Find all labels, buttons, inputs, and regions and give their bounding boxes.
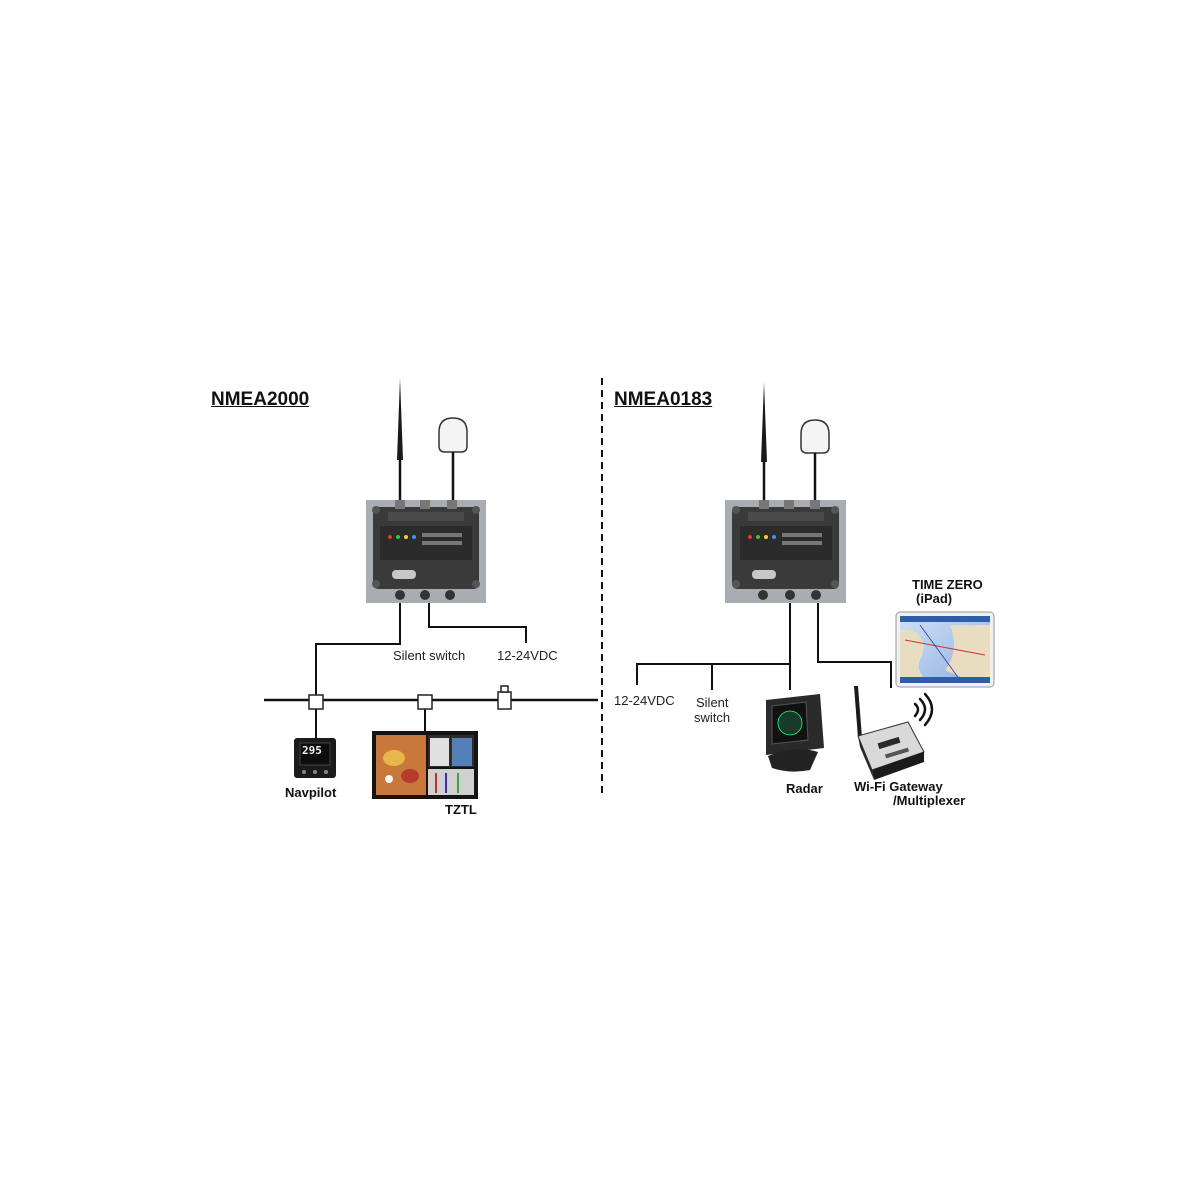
terminator-icon <box>497 685 512 710</box>
silent-switch-label: Silent switch <box>393 648 466 663</box>
navpilot-device-icon <box>294 738 336 778</box>
nmea2000-title: NMEA2000 <box>211 389 310 410</box>
tztl-label: TZTL <box>445 802 477 817</box>
time-zero-label: TIME ZERO <box>912 577 983 592</box>
radar-device-icon <box>766 694 824 772</box>
t-connector-icon <box>308 694 433 710</box>
gps-antenna-icon <box>438 417 468 506</box>
nmea2000-wiring <box>264 603 598 740</box>
ipad-time-zero-icon <box>895 611 995 688</box>
ais-transponder-icon <box>725 500 846 603</box>
silent-switch-label-line2: switch <box>694 710 731 725</box>
power-label: 12-24VDC <box>497 648 558 663</box>
wifi-gateway-icon <box>854 686 925 780</box>
nmea0183-title: NMEA0183 <box>614 389 713 410</box>
radar-label: Radar <box>786 781 823 796</box>
vhf-antenna-icon <box>761 382 767 505</box>
nmea0183-wiring <box>636 603 892 690</box>
navpilot-label: Navpilot <box>285 785 337 800</box>
tztl-device-icon <box>372 731 478 799</box>
gps-antenna-icon <box>800 419 830 506</box>
ais-transponder-icon <box>366 500 486 603</box>
wifi-gateway-label: Wi-Fi Gateway <box>854 779 943 794</box>
vhf-antenna-icon <box>397 378 403 505</box>
wireless-signal-icon <box>913 692 934 727</box>
nmea0183-section <box>636 382 995 780</box>
navpilot-readout: 295 <box>302 744 322 757</box>
silent-switch-label: Silent <box>696 695 729 710</box>
nmea2000-section <box>264 378 598 799</box>
power-label: 12-24VDC <box>614 693 675 708</box>
ipad-label: (iPad) <box>916 591 953 606</box>
multiplexer-label: /Multiplexer <box>893 793 966 808</box>
